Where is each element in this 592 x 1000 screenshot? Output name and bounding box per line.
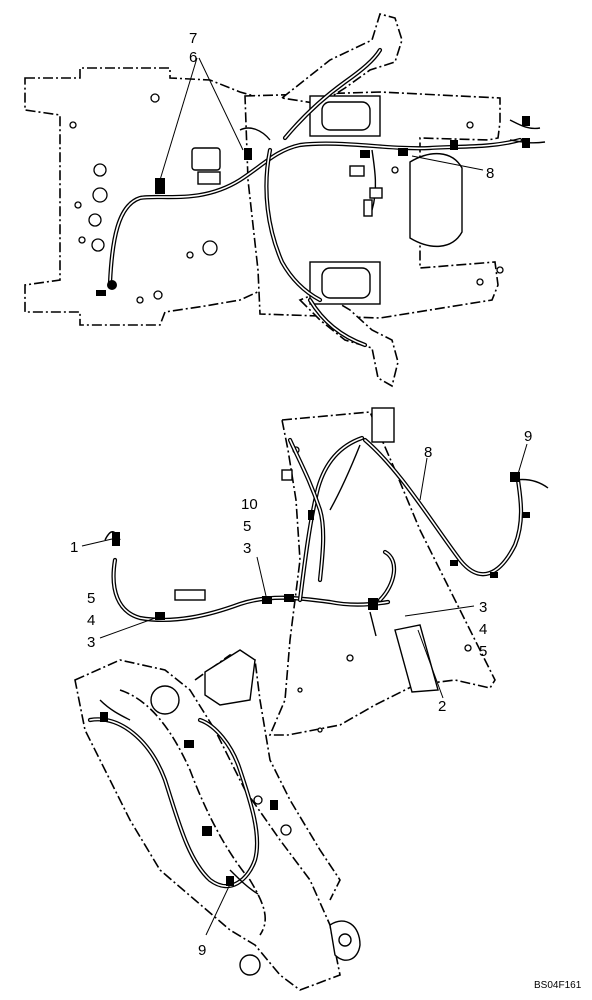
callout-4-right: 4 <box>479 621 487 638</box>
harness-top <box>96 47 546 348</box>
callout-5-center: 5 <box>243 518 251 535</box>
control-module <box>191 147 221 171</box>
callout-6-top: 6 <box>189 49 197 66</box>
callout-8-top: 8 <box>486 165 494 182</box>
leader-6-b <box>198 57 244 151</box>
arm-pivot-top <box>150 685 180 715</box>
leader-2 <box>417 629 444 699</box>
callout-8-middle: 8 <box>424 444 432 461</box>
leader-3-center <box>256 556 267 597</box>
loader-arm-upper <box>280 13 403 105</box>
callout-5-right: 5 <box>479 643 487 660</box>
callout-9-middle: 9 <box>524 428 532 445</box>
leader-1 <box>81 538 113 547</box>
callout-10: 10 <box>241 496 258 513</box>
callout-2: 2 <box>438 698 446 715</box>
callout-3-left: 3 <box>87 634 95 651</box>
callout-labels: 7 6 8 9 8 10 5 3 1 5 4 3 3 4 5 2 9 BS04F… <box>70 30 582 991</box>
center-opening <box>409 152 463 248</box>
middle-view <box>81 407 549 736</box>
lower-bracket <box>394 624 439 693</box>
leader-8-mid <box>419 457 428 501</box>
arm-pivot-left <box>239 954 261 976</box>
harness-middle <box>104 435 549 637</box>
leader-3-left <box>99 616 159 639</box>
loader-arm-inner <box>119 689 266 936</box>
callout-7-top: 7 <box>189 30 197 47</box>
leader-9-mid <box>517 443 528 475</box>
callout-3-right: 3 <box>479 599 487 616</box>
leader-3-right <box>404 605 475 617</box>
bottom-view <box>74 649 361 991</box>
frame-holes <box>69 93 504 304</box>
callout-4-left: 4 <box>87 612 95 629</box>
loader-arm-rear <box>194 654 341 901</box>
lower-mount-inner <box>321 267 371 299</box>
callout-9-bottom: 9 <box>198 942 206 959</box>
leader-8-top <box>411 155 484 171</box>
upper-mount-inner <box>321 101 371 131</box>
top-view <box>24 13 546 388</box>
callout-3-center: 3 <box>243 540 251 557</box>
arm-mount-block <box>204 649 256 706</box>
control-module-base <box>197 171 221 185</box>
leader-6-a <box>159 57 198 181</box>
callout-1: 1 <box>70 539 78 556</box>
relay-box <box>371 407 395 443</box>
callout-5-left: 5 <box>87 590 95 607</box>
figure-id: BS04F161 <box>534 980 582 991</box>
leader-9-bottom <box>205 879 233 936</box>
